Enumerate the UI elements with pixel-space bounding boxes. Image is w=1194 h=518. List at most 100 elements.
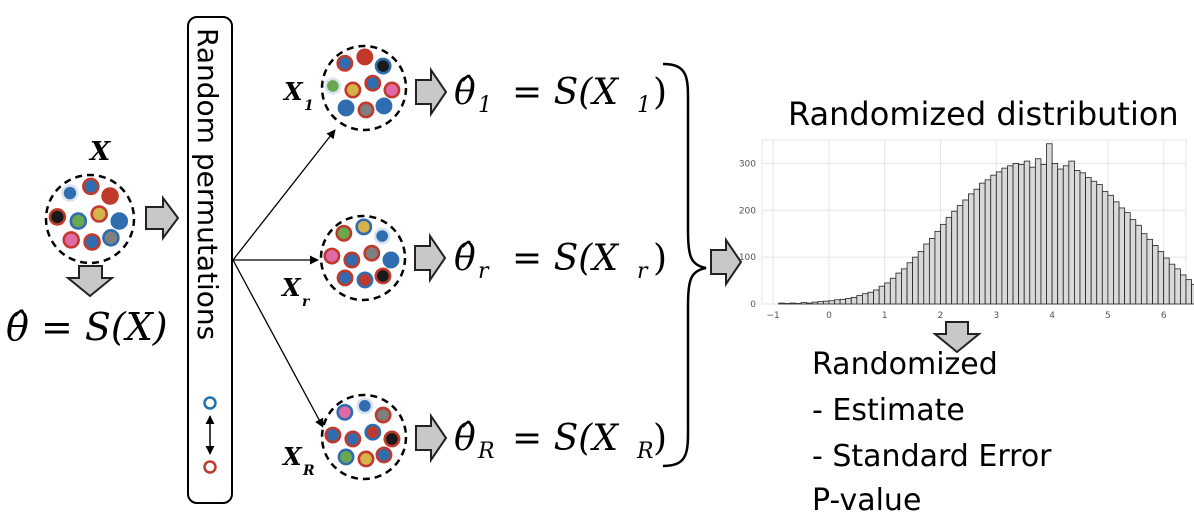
- histogram-bar: [923, 243, 930, 305]
- sample-dot: [374, 267, 392, 285]
- histogram-bar: [1118, 207, 1126, 305]
- histogram-bar: [928, 237, 936, 305]
- histogram-bar: [1079, 172, 1086, 305]
- histogram-bar: [1191, 283, 1194, 305]
- histogram-down-arrow-icon: [932, 321, 982, 354]
- histogram-bar: [850, 297, 858, 305]
- histogram-bar: [1062, 165, 1070, 305]
- histogram-bar: [1146, 238, 1153, 305]
- histogram-bar: [806, 302, 813, 305]
- estimate-formula-rhs: = S(X: [512, 418, 619, 459]
- histogram-bar: [845, 297, 852, 305]
- histogram-bar: [1023, 160, 1031, 305]
- brace-arrow-icon: [710, 236, 743, 288]
- histogram-bar: [1074, 170, 1081, 305]
- histogram-bar: [1040, 163, 1047, 305]
- sample-dot: [101, 187, 119, 205]
- sample-dot: [324, 426, 342, 444]
- sample-dot: [343, 251, 361, 269]
- branch-arrow-bottom: [232, 259, 324, 428]
- histogram-bar: [828, 300, 835, 305]
- histogram-bar: [1096, 184, 1103, 305]
- histogram-x-tick-label: 5: [1105, 311, 1111, 321]
- histogram-bar: [1135, 224, 1142, 305]
- sample-dot: [356, 271, 374, 289]
- histogram-bar: [1068, 160, 1075, 305]
- histogram-bar: [1018, 163, 1025, 305]
- histogram-bar: [940, 223, 947, 305]
- histogram-bar: [1051, 163, 1059, 305]
- sample-dot: [344, 81, 362, 99]
- sample-dot: [337, 99, 355, 117]
- sample-dot: [382, 251, 400, 269]
- sample-dot: [344, 430, 362, 448]
- estimate-formula-rhs-subscript: R: [636, 439, 654, 464]
- histogram-x-tick-label: −1: [767, 311, 780, 321]
- histogram-y-tick-label: 200: [739, 206, 756, 216]
- sample-dot: [324, 77, 342, 95]
- sample-dot: [336, 54, 354, 72]
- histogram-y-tick-label: 100: [739, 253, 756, 263]
- permuted-sample-subscript: R: [302, 463, 315, 479]
- histogram-bar: [1029, 166, 1036, 305]
- histogram-bar: [984, 179, 992, 305]
- histogram-bar: [945, 216, 953, 305]
- estimate-formula-rhs: = S(X: [512, 72, 619, 113]
- sample-dot: [375, 446, 393, 464]
- sample-dot: [383, 81, 401, 99]
- sample-dot: [83, 233, 101, 251]
- estimate-formula-theta-subscript: r: [478, 259, 490, 284]
- sample-dot: [336, 403, 354, 421]
- sample-formula: θ̂ = S(X): [6, 305, 168, 349]
- sample-dot: [356, 48, 374, 66]
- sample-dot: [364, 423, 382, 441]
- sample-dot: [363, 244, 381, 262]
- histogram-bar: [834, 299, 841, 305]
- sample-dot: [110, 212, 129, 230]
- results-heading: Randomized: [812, 347, 998, 382]
- histogram-x-tick-label: 6: [1161, 311, 1167, 321]
- sample-dot: [337, 448, 355, 466]
- sample-dot: [62, 231, 80, 249]
- result-estimate: - Estimate: [812, 393, 965, 428]
- sample-dot: [364, 74, 382, 92]
- histogram-bar: [1168, 263, 1176, 305]
- histogram-bar: [995, 171, 1003, 305]
- histogram-bar: [1057, 168, 1064, 305]
- histogram-x-tick-label: 3: [993, 311, 999, 321]
- histogram-bar: [1129, 219, 1137, 305]
- estimate-arrow-icon: [414, 232, 447, 284]
- permuted-sample-label: X: [280, 273, 302, 302]
- histogram-y-tick-label: 0: [750, 300, 756, 310]
- estimate-arrow-icon: [415, 66, 448, 118]
- permuted-sample-dots: [319, 214, 407, 302]
- sample-dot: [61, 184, 79, 202]
- histogram-bar: [1157, 251, 1165, 305]
- swap-circle-top-icon: [203, 396, 217, 410]
- result-standard-error: - Standard Error: [812, 439, 1052, 474]
- estimate-formula-close: ): [653, 72, 667, 113]
- sample-dot: [335, 224, 353, 242]
- permuted-sample-subscript: 1: [304, 98, 314, 114]
- histogram-bar: [889, 277, 897, 305]
- histogram-x-tick-label: 0: [826, 311, 832, 321]
- histogram-bar: [1046, 143, 1053, 305]
- histogram-bar: [878, 285, 886, 305]
- histogram-x-tick-label: 4: [1049, 311, 1055, 321]
- estimate-formula-rhs-subscript: 1: [637, 93, 651, 118]
- permutation-box: [187, 16, 233, 504]
- estimate-formula-rhs: = S(X: [512, 238, 619, 279]
- permuted-sample-subscript: r: [302, 294, 311, 310]
- histogram-bar: [1163, 257, 1170, 305]
- histogram-bar: [1113, 201, 1120, 305]
- sample-dot: [374, 57, 392, 75]
- branch-arrow-top: [232, 129, 336, 261]
- estimate-formula-theta-subscript: 1: [478, 93, 492, 118]
- sample-dot: [48, 208, 67, 226]
- histogram-bar: [1185, 279, 1192, 305]
- sample-dot: [336, 269, 354, 287]
- sample-down-arrow-icon: [65, 265, 115, 298]
